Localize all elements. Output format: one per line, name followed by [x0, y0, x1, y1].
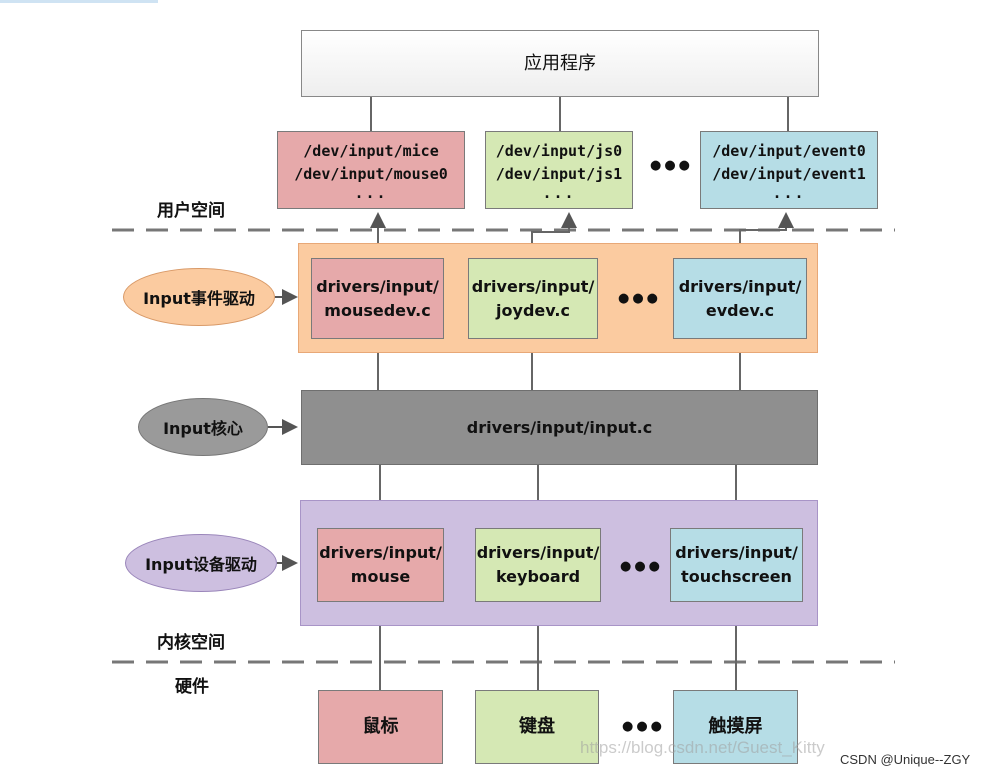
dev-more-dots: ...	[354, 184, 388, 202]
event-driver-ellipsis: ●●●	[618, 291, 662, 306]
dev-path: /dev/input/mice	[303, 142, 439, 160]
event-file-evdev: drivers/input/ evdev.c	[673, 258, 807, 339]
file-path-line2: evdev.c	[705, 300, 775, 320]
hardware-touchscreen: 触摸屏	[673, 690, 798, 764]
file-path-line1: drivers/input/	[476, 543, 600, 562]
dev-more-dots: ...	[772, 184, 806, 202]
device-driver-ellipsis: ●●●	[620, 559, 664, 574]
event-file-mousedev: drivers/input/ mousedev.c	[311, 258, 444, 339]
hardware-mouse: 鼠标	[318, 690, 443, 764]
user-space-ellipsis: ●●●	[650, 158, 694, 173]
dev-path: /dev/input/js0	[495, 142, 623, 160]
application-box: 应用程序	[301, 30, 819, 97]
core-oval: Input核心	[138, 398, 268, 456]
hardware-keyboard: 键盘	[475, 690, 599, 764]
dev-path: /dev/input/mouse0	[294, 165, 448, 183]
hardware-device-label: 键盘	[519, 716, 555, 737]
device-file-touchscreen: drivers/input/ touchscreen	[670, 528, 803, 602]
application-label: 应用程序	[524, 52, 596, 74]
user-space-label: 用户空间	[157, 201, 225, 221]
file-path-line2: mouse	[350, 567, 411, 586]
event-driver-oval: Input事件驱动	[123, 268, 275, 326]
kernel-space-label: 内核空间	[157, 633, 225, 653]
file-path-line1: drivers/input/	[471, 276, 595, 296]
file-path-line1: drivers/input/	[678, 276, 802, 296]
file-path-line1: drivers/input/	[316, 276, 439, 296]
hardware-label: 硬件	[175, 677, 209, 697]
hardware-ellipsis: ●●●	[622, 719, 666, 734]
csdn-credit: CSDN @Unique--ZGY	[840, 752, 971, 767]
watermark-url: https://blog.csdn.net/Guest_Kitty	[580, 738, 825, 757]
device-file-keyboard: drivers/input/ keyboard	[475, 528, 601, 602]
dev-node-event: /dev/input/event0 /dev/input/event1 ...	[700, 131, 878, 209]
hardware-device-label: 触摸屏	[708, 716, 763, 737]
event-file-joydev: drivers/input/ joydev.c	[468, 258, 598, 339]
core-file-bar: drivers/input/input.c	[301, 390, 818, 465]
file-path-line2: joydev.c	[496, 300, 570, 320]
dev-path: /dev/input/event1	[712, 165, 866, 183]
device-driver-oval: Input设备驱动	[125, 534, 277, 592]
device-file-mouse: drivers/input/ mouse	[317, 528, 444, 602]
file-path-line2: touchscreen	[681, 567, 792, 586]
hardware-device-label: 鼠标	[362, 716, 399, 737]
file-path-line2: mousedev.c	[324, 300, 431, 320]
dev-node-joystick: /dev/input/js0 /dev/input/js1 ...	[485, 131, 633, 209]
file-path-line1: drivers/input/	[319, 543, 442, 562]
core-file-label: drivers/input/input.c	[466, 418, 653, 437]
device-driver-oval-label: Input设备驱动	[145, 555, 257, 574]
dev-more-dots: ...	[542, 184, 576, 202]
dev-path: /dev/input/event0	[712, 142, 866, 160]
dev-path: /dev/input/js1	[495, 165, 623, 183]
file-path-line2: keyboard	[495, 567, 581, 586]
file-path-line1: drivers/input/	[675, 543, 798, 562]
top-accent-bar	[0, 0, 158, 3]
core-oval-label: Input核心	[163, 419, 243, 438]
event-driver-oval-label: Input事件驱动	[143, 289, 255, 308]
dev-node-mouse: /dev/input/mice /dev/input/mouse0 ...	[277, 131, 465, 209]
